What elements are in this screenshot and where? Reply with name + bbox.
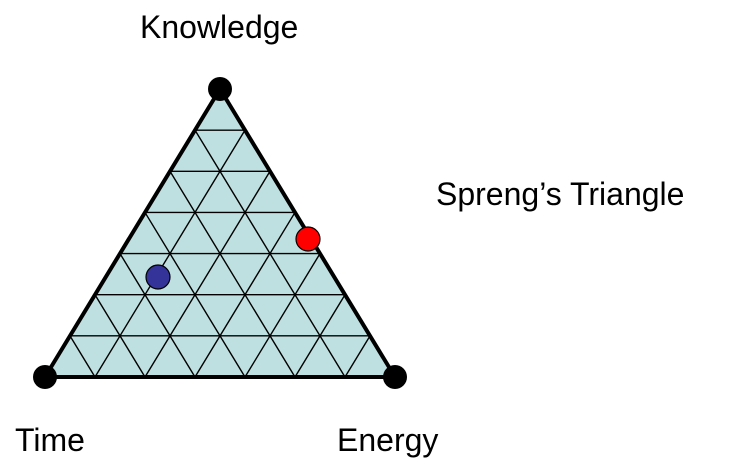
grid-line-rising bbox=[69, 335, 96, 378]
grid-line-falling bbox=[144, 170, 271, 378]
diagram-title: Spreng’s Triangle bbox=[436, 176, 685, 212]
blue-point bbox=[145, 264, 171, 290]
knowledge-vertex bbox=[208, 77, 232, 101]
grid-line-rising bbox=[119, 253, 196, 378]
triangle-fill bbox=[45, 89, 395, 377]
red-point bbox=[295, 226, 321, 252]
grid-line-falling bbox=[94, 129, 246, 378]
grid-line-falling bbox=[244, 253, 321, 378]
grid-line-rising bbox=[169, 170, 296, 378]
time-label: Time bbox=[15, 422, 85, 458]
knowledge-label: Knowledge bbox=[140, 9, 299, 45]
energy-vertex bbox=[383, 365, 407, 389]
grid-line-falling bbox=[344, 335, 371, 378]
energy-label: Energy bbox=[337, 422, 439, 458]
time-vertex bbox=[33, 365, 57, 389]
triangle-grid bbox=[69, 129, 371, 378]
